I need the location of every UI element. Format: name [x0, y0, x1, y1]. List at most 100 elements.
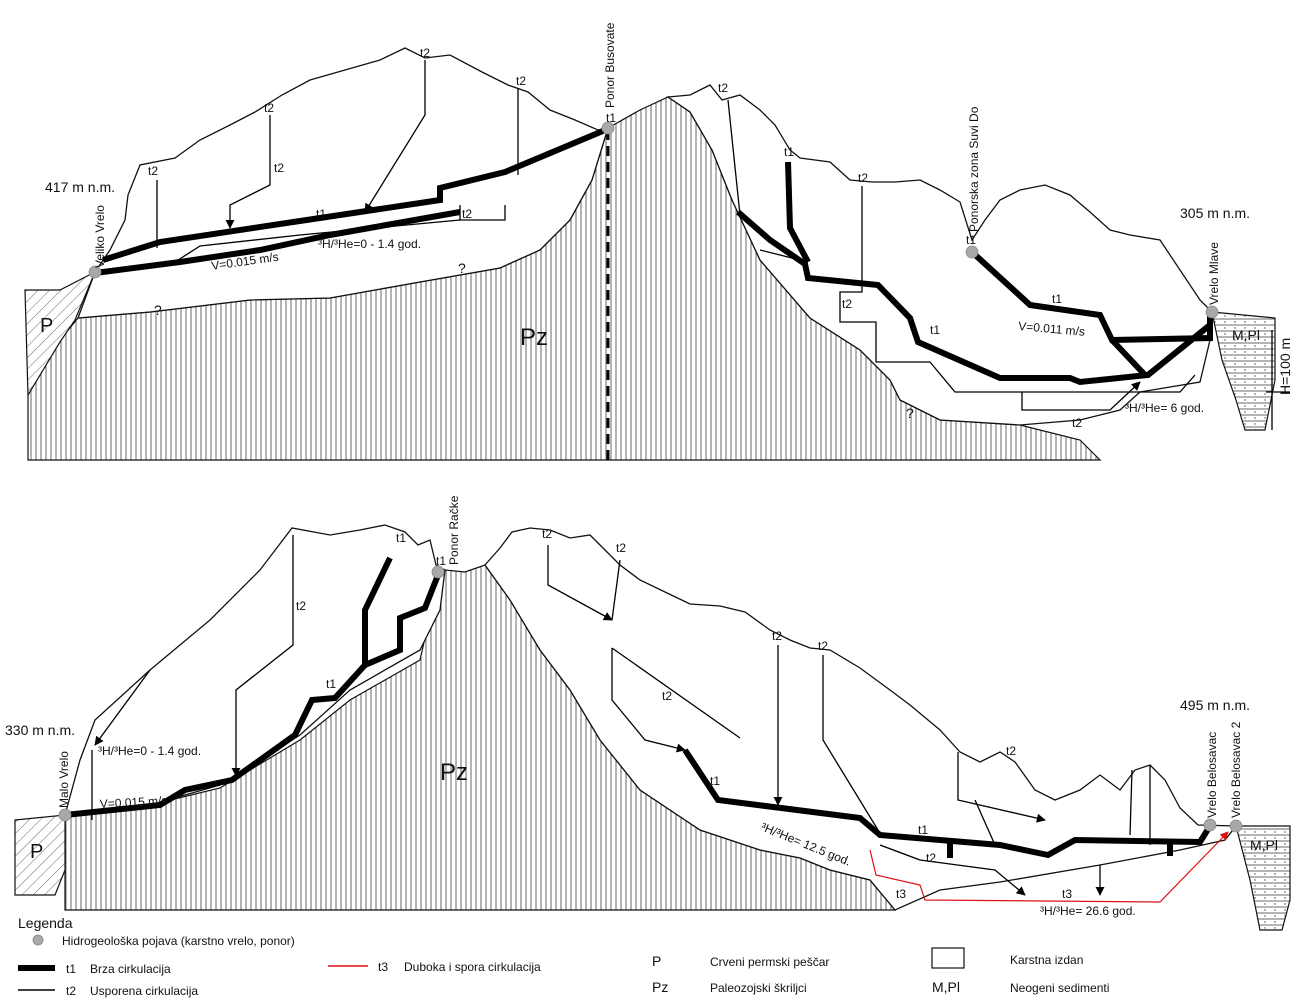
top-scale-label: H=100 m: [1277, 338, 1293, 395]
top-t1-3: t1: [784, 145, 794, 159]
bottom-rock-p: P: [30, 841, 43, 863]
top-rock-mpl: M,Pl: [1232, 327, 1260, 343]
legend-label-deep: Duboka i spora cirkulacija: [404, 960, 541, 974]
top-neogene-sediments: [1211, 311, 1276, 431]
legend-spring-icon: [32, 934, 44, 946]
top-velocity-right: V=0.011 m/s: [1018, 319, 1086, 339]
legend-label-mpl: Neogeni sedimenti: [1010, 981, 1109, 995]
top-t2-9: t2: [842, 297, 852, 311]
legend-key-p: P: [652, 953, 661, 969]
top-q-3: ?: [906, 405, 914, 421]
top-q-1: ?: [154, 302, 162, 318]
bottom-elev-right: 495 m n.m.: [1180, 697, 1250, 713]
top-t2-4: t2: [420, 46, 430, 60]
top-age-left: ³H/³He=0 - 1.4 god.: [318, 237, 421, 251]
top-t1-1: t1: [316, 207, 326, 221]
legend: Legenda Hidrogeološka pojava (karstno vr…: [18, 915, 1109, 998]
top-t2-1: t2: [148, 164, 158, 178]
bottom-t2-4: t2: [662, 689, 672, 703]
top-rock-pz: Pz: [520, 324, 548, 351]
top-elev-left: 417 m n.m.: [45, 179, 115, 195]
bottom-slow-flow-right: [547, 545, 1151, 896]
bottom-t3-1: t3: [896, 887, 906, 901]
bottom-t2-8: t2: [926, 851, 936, 865]
bottom-t1-5: t1: [918, 823, 928, 837]
bottom-t2-1: t2: [296, 599, 306, 613]
bottom-age-right: ³H/³He= 26.6 god.: [1040, 904, 1136, 918]
legend-key-pz: Pz: [652, 979, 668, 995]
top-profile: 417 m n.m. 305 m n.m. Veliko Vrelo Ponor…: [24, 22, 1293, 461]
bottom-spring-belosavac-2[interactable]: [1229, 819, 1243, 833]
legend-key-t2: t2: [66, 984, 76, 998]
legend-label-pz: Paleozojski škriljci: [710, 981, 807, 995]
legend-label-slow: Usporena cirkulacija: [90, 984, 198, 998]
bottom-t1-3: t1: [326, 677, 336, 691]
bottom-rock-pz: Pz: [440, 759, 468, 786]
legend-label-phenomenon: Hidrogeološka pojava (karstno vrelo, pon…: [62, 934, 295, 948]
bottom-fast-flow-right: [682, 748, 1213, 859]
top-ponor-busovate[interactable]: [601, 121, 615, 135]
bottom-t1-4: t1: [710, 774, 720, 788]
top-permian-sandstone: [24, 270, 97, 398]
bottom-age-left: ³H/³He=0 - 1.4 god.: [98, 744, 201, 758]
top-fast-flow-lower: [94, 209, 461, 276]
bottom-label-belosavac-2: Vrelo Belosavac 2: [1229, 721, 1243, 818]
top-t1-6: t1: [1052, 292, 1062, 306]
top-fast-flow-upper: [102, 125, 612, 263]
top-label-suvi-do: Ponorska zona Suvi Do: [967, 106, 981, 232]
bottom-fast-flow-left-2: [363, 573, 441, 668]
bottom-label-malo-vrelo: Malo Vrelo: [57, 751, 71, 808]
top-t2-7: t2: [718, 81, 728, 95]
bottom-profile: 330 m n.m. 495 m n.m. Malo Vrelo Ponor R…: [5, 495, 1291, 931]
legend-title: Legenda: [18, 915, 73, 931]
bottom-elev-left: 330 m n.m.: [5, 722, 75, 738]
bottom-slow-flow-left: [91, 535, 294, 820]
top-spring-vrelo-mlave[interactable]: [1205, 305, 1219, 319]
top-karst-aquifer-left: [77, 47, 609, 319]
bottom-label-ponor-racke: Ponor Račke: [447, 495, 461, 565]
top-karst-aquifer-right: [666, 84, 1213, 426]
bottom-deep-flow: [869, 831, 1229, 903]
top-slow-flow-right: [727, 99, 1196, 411]
bottom-t3-2: t3: [1062, 887, 1072, 901]
top-fast-flow-right-1: [736, 209, 1212, 386]
top-spring-veliko-vrelo[interactable]: [88, 265, 102, 279]
top-fast-flow-right-4: [1109, 337, 1148, 378]
top-label-veliko-vrelo: Veliko Vrelo: [93, 205, 107, 268]
top-t2-8: t2: [858, 171, 868, 185]
top-t2-2: t2: [264, 101, 274, 115]
bottom-t2-6: t2: [818, 639, 828, 653]
bottom-t2-7: t2: [1006, 744, 1016, 758]
top-t2-5: t2: [516, 74, 526, 88]
top-elev-right: 305 m n.m.: [1180, 205, 1250, 221]
top-t1-5: t1: [966, 233, 976, 247]
legend-karst-swatch: [931, 947, 965, 969]
bottom-ponor-racke[interactable]: [431, 565, 445, 579]
legend-label-fast: Brza cirkulacija: [90, 962, 171, 976]
top-t2-3: t2: [274, 161, 284, 175]
top-fast-flow-right-3: [969, 249, 1213, 344]
legend-label-p: Crveni permski peščar: [710, 955, 829, 969]
top-age-right: ³H/³He= 6 god.: [1125, 401, 1204, 415]
legend-key-t1: t1: [66, 962, 76, 976]
bottom-t2-5: t2: [772, 629, 782, 643]
top-q-2: ?: [458, 260, 466, 276]
top-t1-2: t1: [606, 111, 616, 125]
bottom-t1-2: t1: [436, 554, 446, 568]
bottom-velocity-left: V=0.015 m/s: [99, 793, 167, 811]
bottom-neogene-sediments: [1235, 825, 1291, 931]
legend-label-karst: Karstna izdan: [1010, 953, 1083, 967]
bottom-rock-mpl: M,Pl: [1250, 837, 1278, 853]
bottom-t2-2: t2: [542, 527, 552, 541]
bottom-label-belosavac: Vrelo Belosavac: [1205, 732, 1219, 818]
bottom-karst-aquifer-right: [484, 527, 1238, 911]
bottom-t1-1: t1: [396, 531, 406, 545]
top-rock-p: P: [40, 315, 53, 337]
legend-key-mpl: M,Pl: [932, 979, 960, 995]
bottom-permian-sandstone: [14, 814, 66, 896]
legend-key-t3: t3: [378, 960, 388, 974]
top-ponor-suvi-do[interactable]: [965, 245, 979, 259]
bottom-spring-malo-vrelo[interactable]: [58, 808, 72, 822]
bottom-spring-belosavac[interactable]: [1203, 818, 1217, 832]
